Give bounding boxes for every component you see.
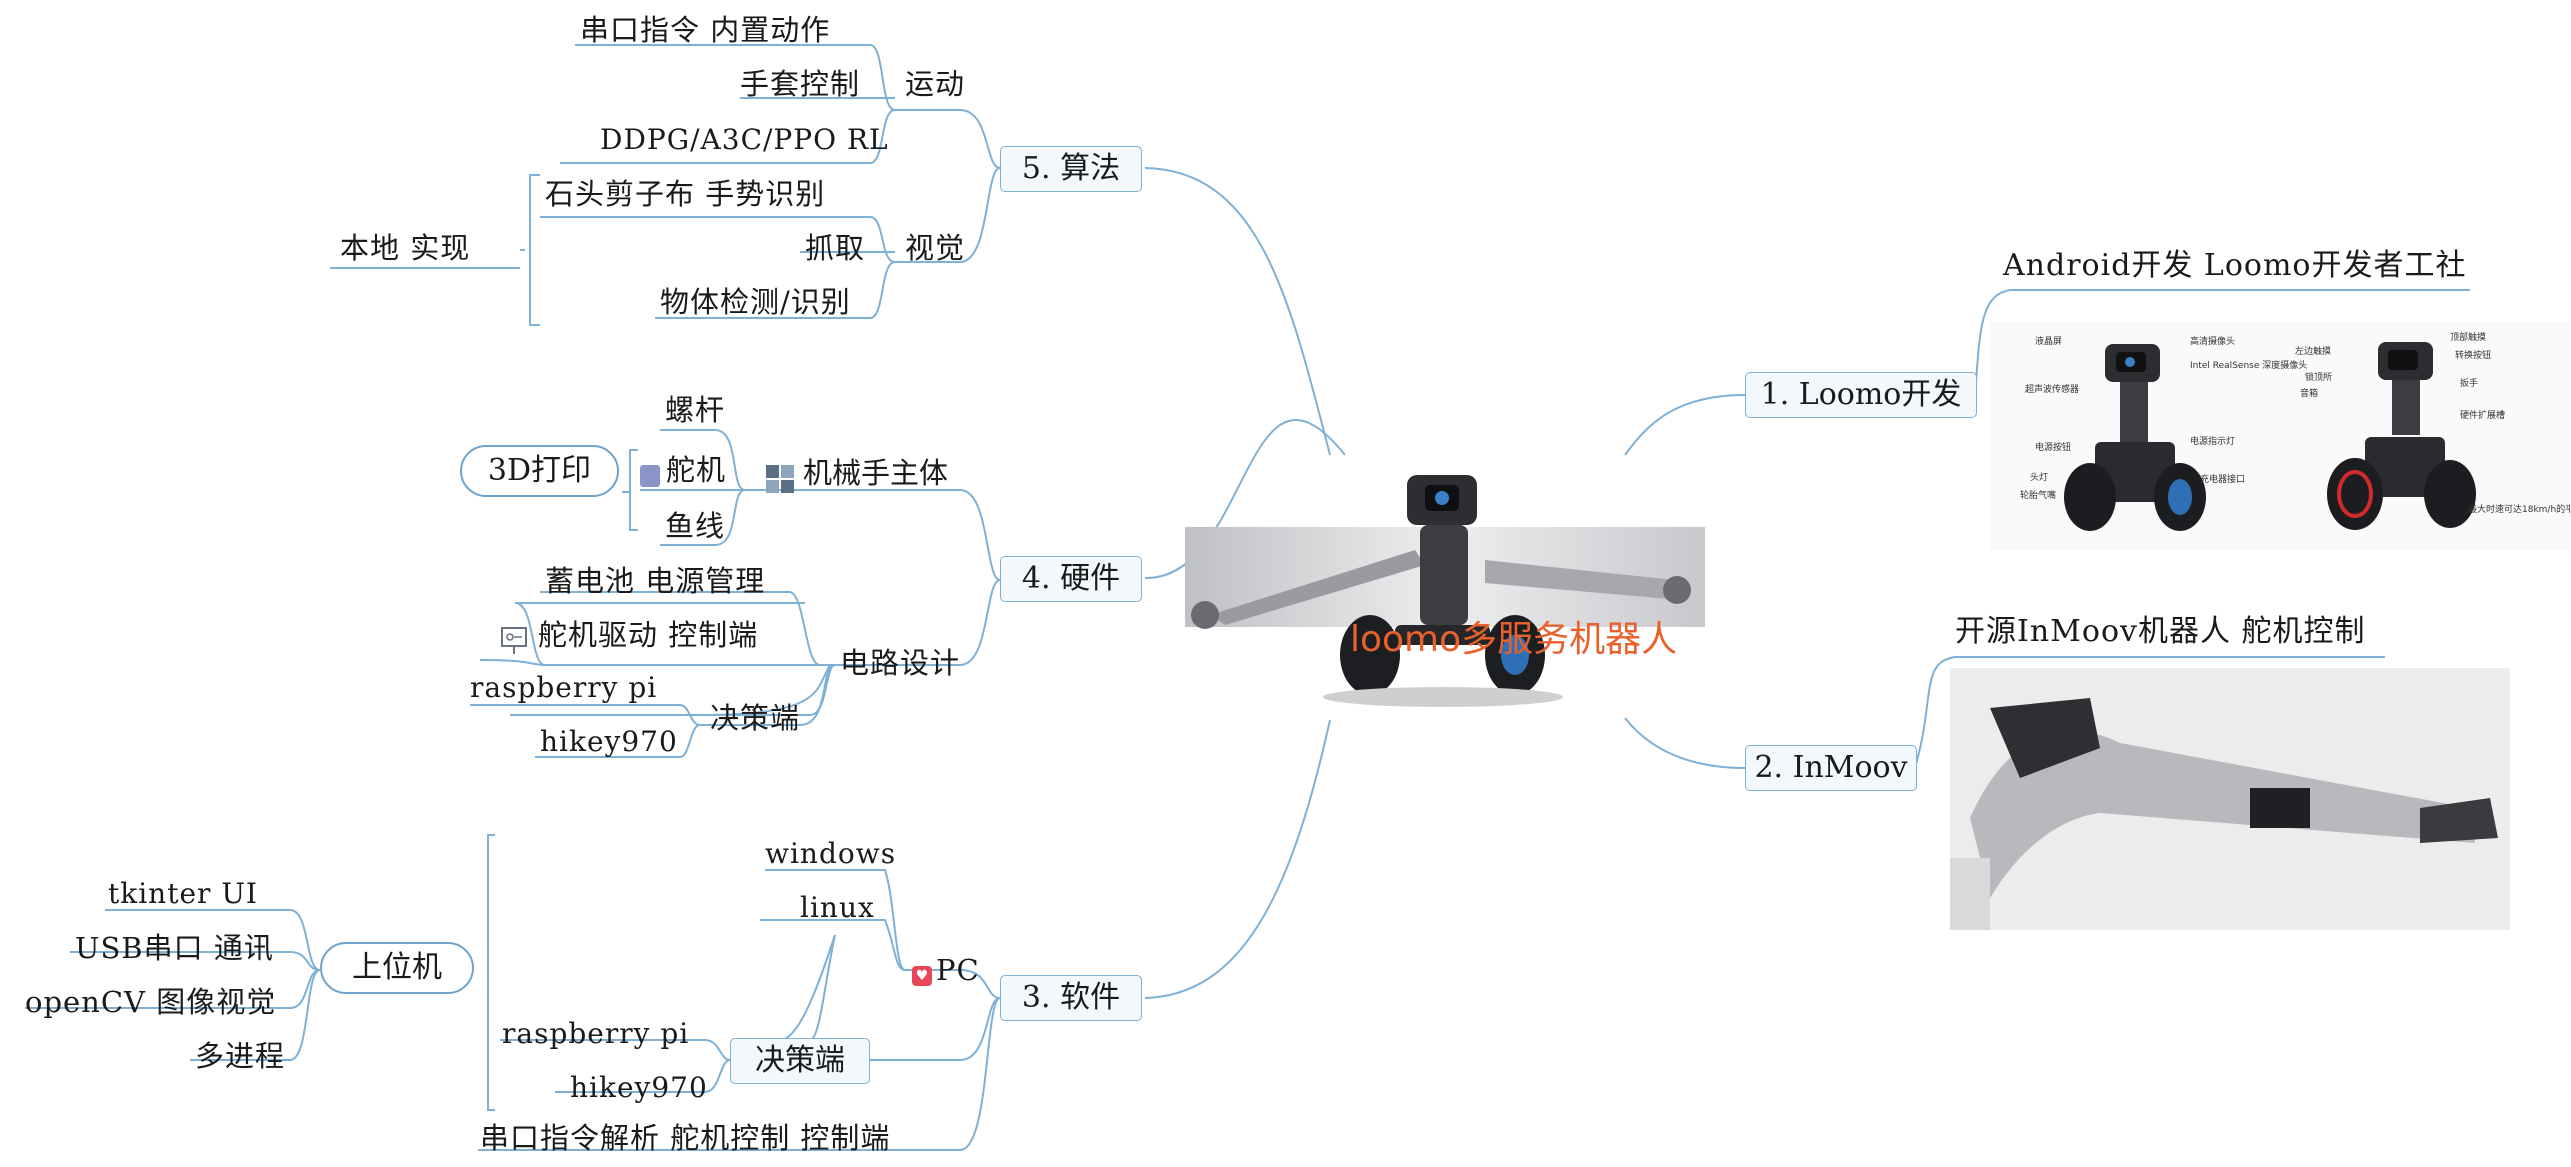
img-label-charger: 充电器接口 <box>2200 473 2245 485</box>
central-robot-image <box>1185 465 1705 710</box>
img-label-top-touch: 顶部触摸 <box>2450 331 2486 343</box>
host-item-tkinter[interactable]: tkinter UI <box>108 877 258 910</box>
arm-item-servo-node[interactable]: 舵机 <box>640 452 726 488</box>
branch-inmoov[interactable]: 2. InMoov <box>1745 745 1917 791</box>
img-label-switch: 转换按钮 <box>2455 349 2491 361</box>
bulb-icon <box>640 464 660 487</box>
img-label-lcd: 液晶屏 <box>2035 335 2062 347</box>
inmoov-child[interactable]: 开源InMoov机器人 舵机控制 <box>1955 614 2366 649</box>
circuit-decision-label[interactable]: 决策端 <box>710 701 801 735</box>
img-label-hd-cam: 高清摄像头 <box>2190 335 2235 347</box>
arm-node[interactable]: 机械手主体 <box>765 450 948 494</box>
vision-item-grab[interactable]: 抓取 <box>805 231 866 265</box>
host-item-opencv[interactable]: openCV 图像视觉 <box>25 985 277 1019</box>
sw-decision-rpi[interactable]: raspberry pi <box>502 1017 690 1050</box>
branch-loomo-dev[interactable]: 1. Loomo开发 <box>1745 372 1977 418</box>
circuit-item-servo: 舵机驱动 控制端 <box>538 618 759 652</box>
inmoov-arm-image <box>1950 668 2510 930</box>
img-label-ultrasonic: 超声波传感器 <box>2025 383 2079 395</box>
host-item-usb[interactable]: USB串口 通讯 <box>75 931 274 965</box>
host-item-multiprocess[interactable]: 多进程 <box>195 1039 286 1073</box>
branch-software[interactable]: 3. 软件 <box>1000 975 1142 1021</box>
circuit-item-battery[interactable]: 蓄电池 电源管理 <box>545 564 766 598</box>
pc-item-windows[interactable]: windows <box>765 837 897 870</box>
loomo-dev-child[interactable]: Android开发 Loomo开发者工社 <box>2003 248 2467 283</box>
3d-print-node[interactable]: 3D打印 <box>460 445 619 497</box>
img-label-power-btn: 电源按钮 <box>2035 441 2071 453</box>
local-impl[interactable]: 本地 实现 <box>340 231 471 265</box>
arm-item-screw[interactable]: 螺杆 <box>665 393 726 427</box>
motion-item-glove[interactable]: 手套控制 <box>740 67 861 101</box>
vision-label[interactable]: 视觉 <box>905 231 966 265</box>
motion-label[interactable]: 运动 <box>905 67 966 101</box>
circuit-decision-hikey[interactable]: hikey970 <box>540 725 678 758</box>
img-label-wrench: 扳手 <box>2460 377 2478 389</box>
img-label-left-touch: 左边触摸 <box>2295 345 2331 357</box>
branch-hardware[interactable]: 4. 硬件 <box>1000 556 1142 602</box>
sw-decision-hikey[interactable]: hikey970 <box>570 1071 708 1104</box>
img-label-expansion: 硬件扩展槽 <box>2460 409 2505 421</box>
arm-label: 机械手主体 <box>803 456 949 490</box>
circuit-label[interactable]: 电路设计 <box>840 646 961 680</box>
img-label-valve: 轮胎气嘴 <box>2020 489 2056 501</box>
branch-algorithm[interactable]: 5. 算法 <box>1000 146 1142 192</box>
heart-icon: ♥ <box>912 965 932 986</box>
img-label-realsense: Intel RealSense 深度摄像头 <box>2190 359 2307 371</box>
img-label-lock: 锁顶所 <box>2305 371 2332 383</box>
central-title: loomo多服务机器人 <box>1350 619 1678 660</box>
pc-label: PC <box>936 953 980 987</box>
img-label-speaker: 音箱 <box>2300 387 2318 399</box>
img-label-headlight: 头灯 <box>2030 472 2048 483</box>
pc-node[interactable]: ♥PC <box>912 952 980 988</box>
circuit-decision-rpi[interactable]: raspberry pi <box>470 671 658 704</box>
img-label-speed: 最大时速可达18km/h的平衡车 <box>2468 503 2570 515</box>
motion-item-rl[interactable]: DDPG/A3C/PPO RL <box>600 123 889 156</box>
arm-item-servo: 舵机 <box>666 453 727 487</box>
img-label-power-led: 电源指示灯 <box>2190 435 2235 447</box>
grid-icon <box>765 464 795 494</box>
vision-item-rps[interactable]: 石头剪子布 手势识别 <box>545 177 826 211</box>
arm-item-fishline[interactable]: 鱼线 <box>665 509 726 543</box>
pc-item-linux[interactable]: linux <box>800 891 875 924</box>
sw-serial-item[interactable]: 串口指令解析 舵机控制 控制端 <box>480 1121 891 1155</box>
host-node[interactable]: 上位机 <box>320 942 474 994</box>
vision-item-detect[interactable]: 物体检测/识别 <box>660 285 851 319</box>
presentation-icon <box>500 626 528 656</box>
sw-decision-node[interactable]: 决策端 <box>730 1038 870 1084</box>
loomo-diagram-image: 液晶屏 高清摄像头 Intel RealSense 深度摄像头 超声波传感器 电… <box>1990 322 2570 550</box>
circuit-item-servo-node[interactable]: 舵机驱动 控制端 <box>500 617 758 656</box>
motion-item-serial[interactable]: 串口指令 内置动作 <box>580 13 831 47</box>
